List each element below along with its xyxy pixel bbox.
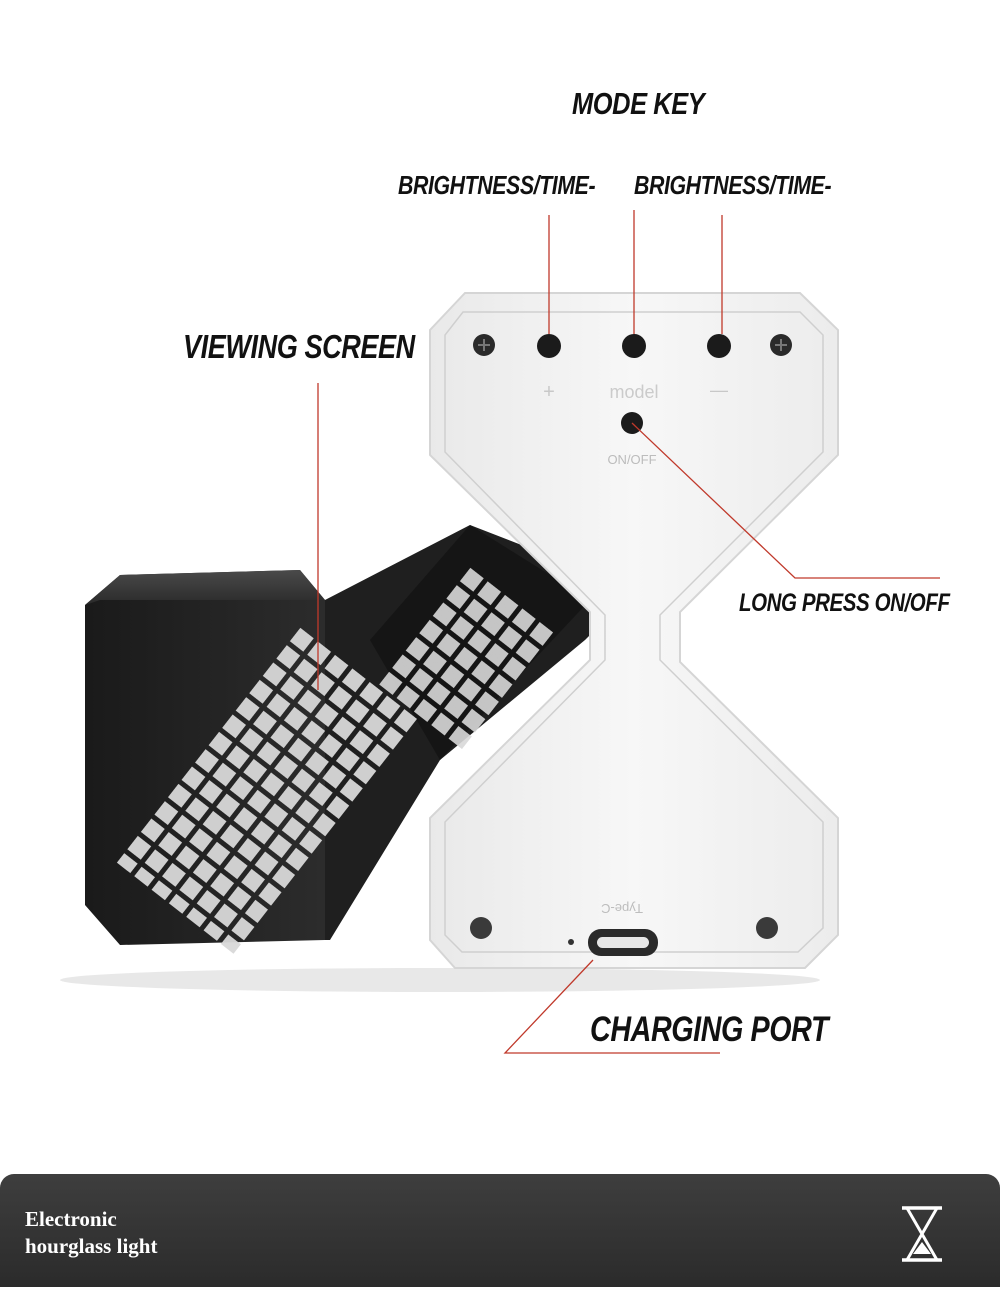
viewing-screen-block (85, 525, 600, 954)
footer-banner: Electronic hourglass light (0, 1174, 1000, 1287)
product-title: Electronic hourglass light (25, 1206, 157, 1260)
screw-icon (770, 334, 792, 356)
floor-shadow (60, 968, 820, 992)
minus-label: — (710, 380, 728, 400)
model-label: model (609, 382, 658, 402)
plus-label: + (543, 381, 555, 403)
brightness-right-label: BRIGHTNESS/TIME- (634, 170, 832, 200)
long-press-label: LONG PRESS ON/OFF (739, 589, 950, 617)
brightness-plus-button[interactable] (537, 334, 561, 358)
on-off-label: ON/OFF (607, 452, 656, 467)
type-c-label: Type-C (601, 901, 643, 916)
product-title-line-1: Electronic (25, 1207, 117, 1231)
indicator-led (568, 939, 574, 945)
usb-c-port-icon[interactable] (588, 929, 658, 956)
mode-key-label: MODE KEY (572, 86, 705, 121)
brightness-minus-button[interactable] (707, 334, 731, 358)
viewing-screen-label: VIEWING SCREEN (183, 328, 415, 365)
product-title-line-2: hourglass light (25, 1234, 158, 1258)
callout-lines (317, 210, 940, 1054)
hourglass-icon (902, 1206, 942, 1262)
charging-port-label: CHARGING PORT (590, 1010, 829, 1049)
screw-icon (473, 334, 495, 356)
brightness-left-label: BRIGHTNESS/TIME- (398, 170, 596, 200)
mode-button[interactable] (622, 334, 646, 358)
screw-hole-icon (470, 917, 492, 939)
screw-hole-icon (756, 917, 778, 939)
hourglass-body (429, 292, 839, 969)
